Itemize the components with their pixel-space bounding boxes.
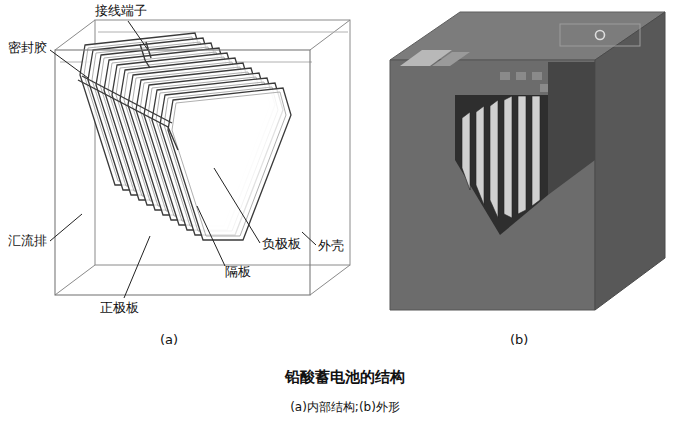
battery-exterior [390, 12, 665, 310]
plate [168, 88, 291, 240]
part-label: 汇流排 [8, 233, 47, 249]
bus-bar [78, 42, 178, 150]
leader-lines [50, 21, 316, 298]
case-outline [55, 50, 310, 295]
subfigure-label: (b) [510, 332, 528, 348]
part-label: 负极板 [262, 236, 301, 252]
part-label: 外壳 [318, 238, 344, 254]
part-label: 密封胶 [8, 40, 47, 56]
part-label: 正极板 [100, 300, 139, 316]
part-label: 接线端子 [95, 3, 147, 19]
electrode-plates [80, 33, 291, 240]
figure-title: 铅酸蓄电池的结构 [0, 368, 690, 386]
figure-caption: (a)内部结构;(b)外形 [0, 400, 690, 414]
case-outline [55, 20, 350, 295]
part-label: 隔板 [225, 264, 251, 280]
subfigure-label: (a) [160, 332, 178, 348]
